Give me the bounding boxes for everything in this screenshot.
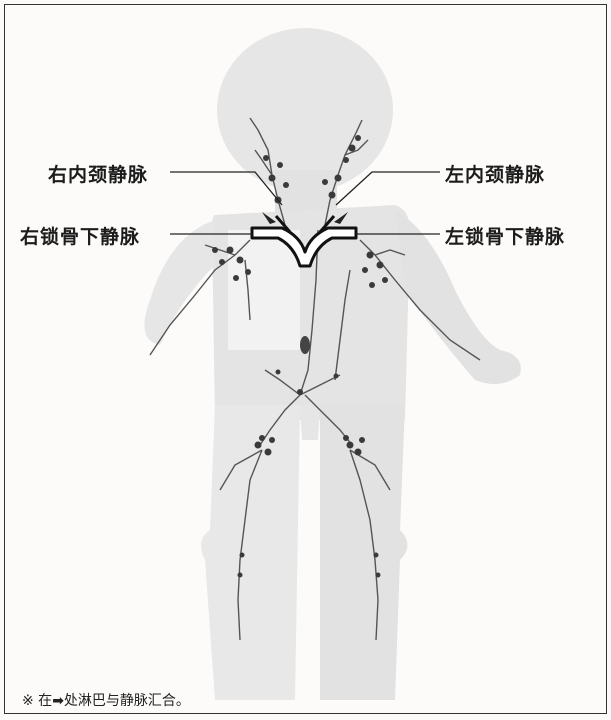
- pelvis: [300, 405, 320, 440]
- footnote-suffix: 处淋巴与静脉汇合。: [64, 693, 190, 709]
- node: [355, 135, 361, 141]
- node: [347, 442, 354, 449]
- cisterna-chyli: [300, 336, 310, 354]
- node: [376, 573, 381, 578]
- node: [374, 553, 379, 558]
- node: [276, 370, 281, 375]
- node: [343, 435, 349, 441]
- node: [255, 442, 262, 449]
- node: [212, 247, 218, 253]
- node: [269, 437, 275, 443]
- node: [335, 175, 342, 182]
- node: [237, 257, 244, 264]
- footnote: ※ 在➡处淋巴与静脉汇合。: [22, 690, 190, 710]
- node: [334, 374, 339, 379]
- node: [322, 179, 328, 185]
- label-right-subclavian: 右锁骨下静脉: [20, 222, 140, 249]
- label-right-internal-jugular: 右内颈静脉: [48, 160, 148, 187]
- node: [219, 259, 225, 265]
- node: [367, 252, 374, 259]
- left-leg: [320, 405, 408, 700]
- node: [283, 182, 289, 188]
- node: [297, 389, 303, 395]
- body-silhouette: [144, 28, 520, 700]
- node: [238, 573, 243, 578]
- node: [240, 553, 245, 558]
- node: [277, 162, 283, 168]
- node: [227, 247, 234, 254]
- node: [349, 145, 356, 152]
- node: [259, 435, 265, 441]
- head: [217, 28, 393, 192]
- node: [245, 269, 251, 275]
- node: [382, 277, 388, 283]
- node: [329, 192, 336, 199]
- node: [369, 282, 375, 288]
- node: [263, 155, 269, 161]
- label-left-subclavian: 左锁骨下静脉: [445, 222, 565, 249]
- node: [265, 449, 272, 456]
- label-left-internal-jugular: 左内颈静脉: [445, 160, 545, 187]
- node: [377, 262, 384, 269]
- arrow-icon: ➡: [52, 693, 64, 709]
- footnote-prefix: ※ 在: [22, 693, 52, 709]
- node: [359, 437, 365, 443]
- node: [362, 267, 368, 273]
- node: [269, 175, 276, 182]
- right-leg: [201, 405, 300, 700]
- node: [343, 157, 349, 163]
- node: [355, 449, 362, 456]
- node: [233, 275, 239, 281]
